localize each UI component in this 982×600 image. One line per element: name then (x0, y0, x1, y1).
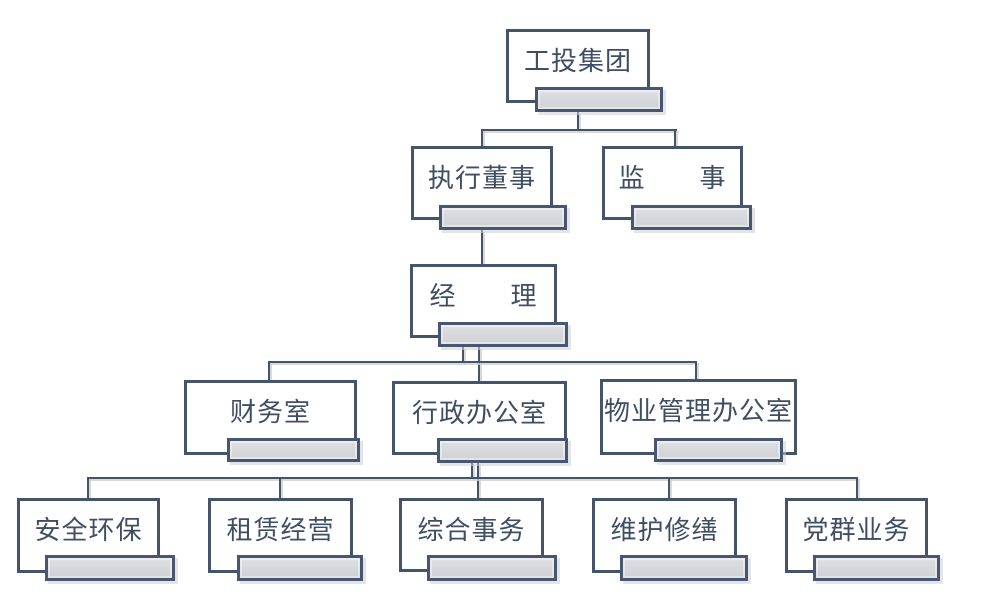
name-placeholder-shape (654, 438, 783, 462)
org-node-maintenance-label: 维护修缮 (610, 515, 719, 545)
org-node-party-mass-label: 党群业务 (802, 515, 911, 545)
org-node-safety-env-label: 安全环保 (34, 515, 143, 545)
org-node-general-affairs[interactable]: 综合事务 (399, 498, 557, 581)
org-node-supervisor-label: 监 事 (618, 163, 727, 193)
connector-admin-drop-a (471, 462, 473, 479)
connector-level2-rail (481, 129, 677, 131)
name-placeholder-shape (227, 438, 360, 462)
name-placeholder-shape (631, 205, 752, 230)
org-node-executive-director[interactable]: 执行董事 (411, 146, 567, 230)
name-placeholder-shape (437, 438, 568, 463)
org-node-leasing-label: 租赁经营 (226, 515, 335, 545)
org-node-group-root[interactable]: 工投集团 (506, 29, 663, 112)
connector-level4-rail (268, 361, 697, 363)
connector-exec-to-manager (481, 230, 483, 265)
org-node-manager-label: 经 理 (429, 281, 538, 311)
org-node-party-mass[interactable]: 党群业务 (785, 498, 940, 581)
connector-maintenance-drop (668, 477, 670, 499)
connector-level5-rail (87, 477, 858, 479)
name-placeholder-shape (45, 555, 175, 581)
name-placeholder-shape (237, 555, 363, 581)
org-node-manager[interactable]: 经 理 (410, 264, 568, 347)
connector-manager-drop-b (478, 347, 480, 382)
name-placeholder-shape (438, 322, 568, 347)
connector-party-drop (856, 477, 858, 499)
name-placeholder-shape (439, 205, 567, 230)
connector-supervisor-drop (674, 129, 676, 147)
name-placeholder-shape (427, 555, 557, 581)
name-placeholder-shape (620, 555, 748, 581)
org-node-admin-office[interactable]: 行政办公室 (392, 381, 568, 463)
org-node-maintenance[interactable]: 维护修缮 (592, 498, 748, 581)
org-node-finance-office-label: 财务室 (229, 397, 311, 427)
name-placeholder-shape (813, 555, 940, 581)
org-node-supervisor[interactable]: 监 事 (602, 146, 752, 230)
org-node-safety-env[interactable]: 安全环保 (17, 498, 175, 581)
org-node-finance-office[interactable]: 财务室 (184, 380, 360, 462)
org-node-property-office[interactable]: 物业管理办公室 (600, 379, 797, 462)
connector-manager-drop-a (462, 347, 464, 363)
org-node-admin-office-label: 行政办公室 (411, 398, 547, 428)
org-node-executive-director-label: 执行董事 (427, 163, 536, 193)
org-node-general-affairs-label: 综合事务 (417, 515, 526, 545)
org-node-property-office-label: 物业管理办公室 (603, 396, 793, 426)
connector-root-drop (577, 112, 579, 131)
connector-property-drop (695, 361, 697, 380)
name-placeholder-shape (535, 87, 663, 112)
connector-safety-drop (87, 477, 89, 499)
connector-finance-drop (268, 361, 270, 381)
connector-leasing-drop (279, 477, 281, 499)
org-node-leasing[interactable]: 租赁经营 (208, 498, 363, 581)
org-node-group-root-label: 工投集团 (523, 46, 632, 76)
connector-exec-drop (481, 129, 483, 147)
connector-admin-drop-b (477, 462, 479, 499)
